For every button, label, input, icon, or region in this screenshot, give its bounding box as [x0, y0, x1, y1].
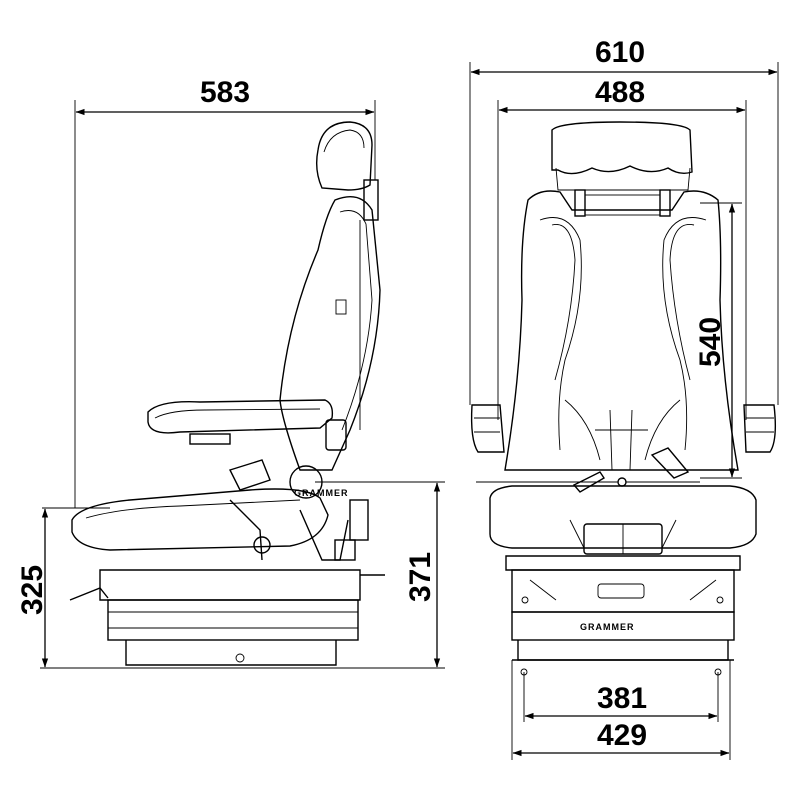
svg-text:GRAMMER: GRAMMER — [294, 488, 349, 498]
dim-label-base-width: 429 — [597, 719, 647, 752]
side-view: GRAMMER — [40, 100, 445, 669]
dimension-lines: 583 325 371 610 488 540 381 429 — [16, 36, 778, 757]
dim-label-backrest-width: 488 — [595, 76, 645, 109]
dim-label-mount-width: 381 — [597, 682, 647, 715]
dim-label-seat-height: 325 — [16, 565, 49, 615]
front-view: GRAMMER — [469, 62, 779, 760]
svg-text:GRAMMER: GRAMMER — [580, 622, 635, 632]
dim-label-backrest-height: 540 — [694, 317, 727, 367]
dim-label-pivot-height: 371 — [404, 552, 437, 602]
dim-label-depth: 583 — [200, 76, 250, 109]
dim-label-overall-width: 610 — [595, 36, 645, 69]
